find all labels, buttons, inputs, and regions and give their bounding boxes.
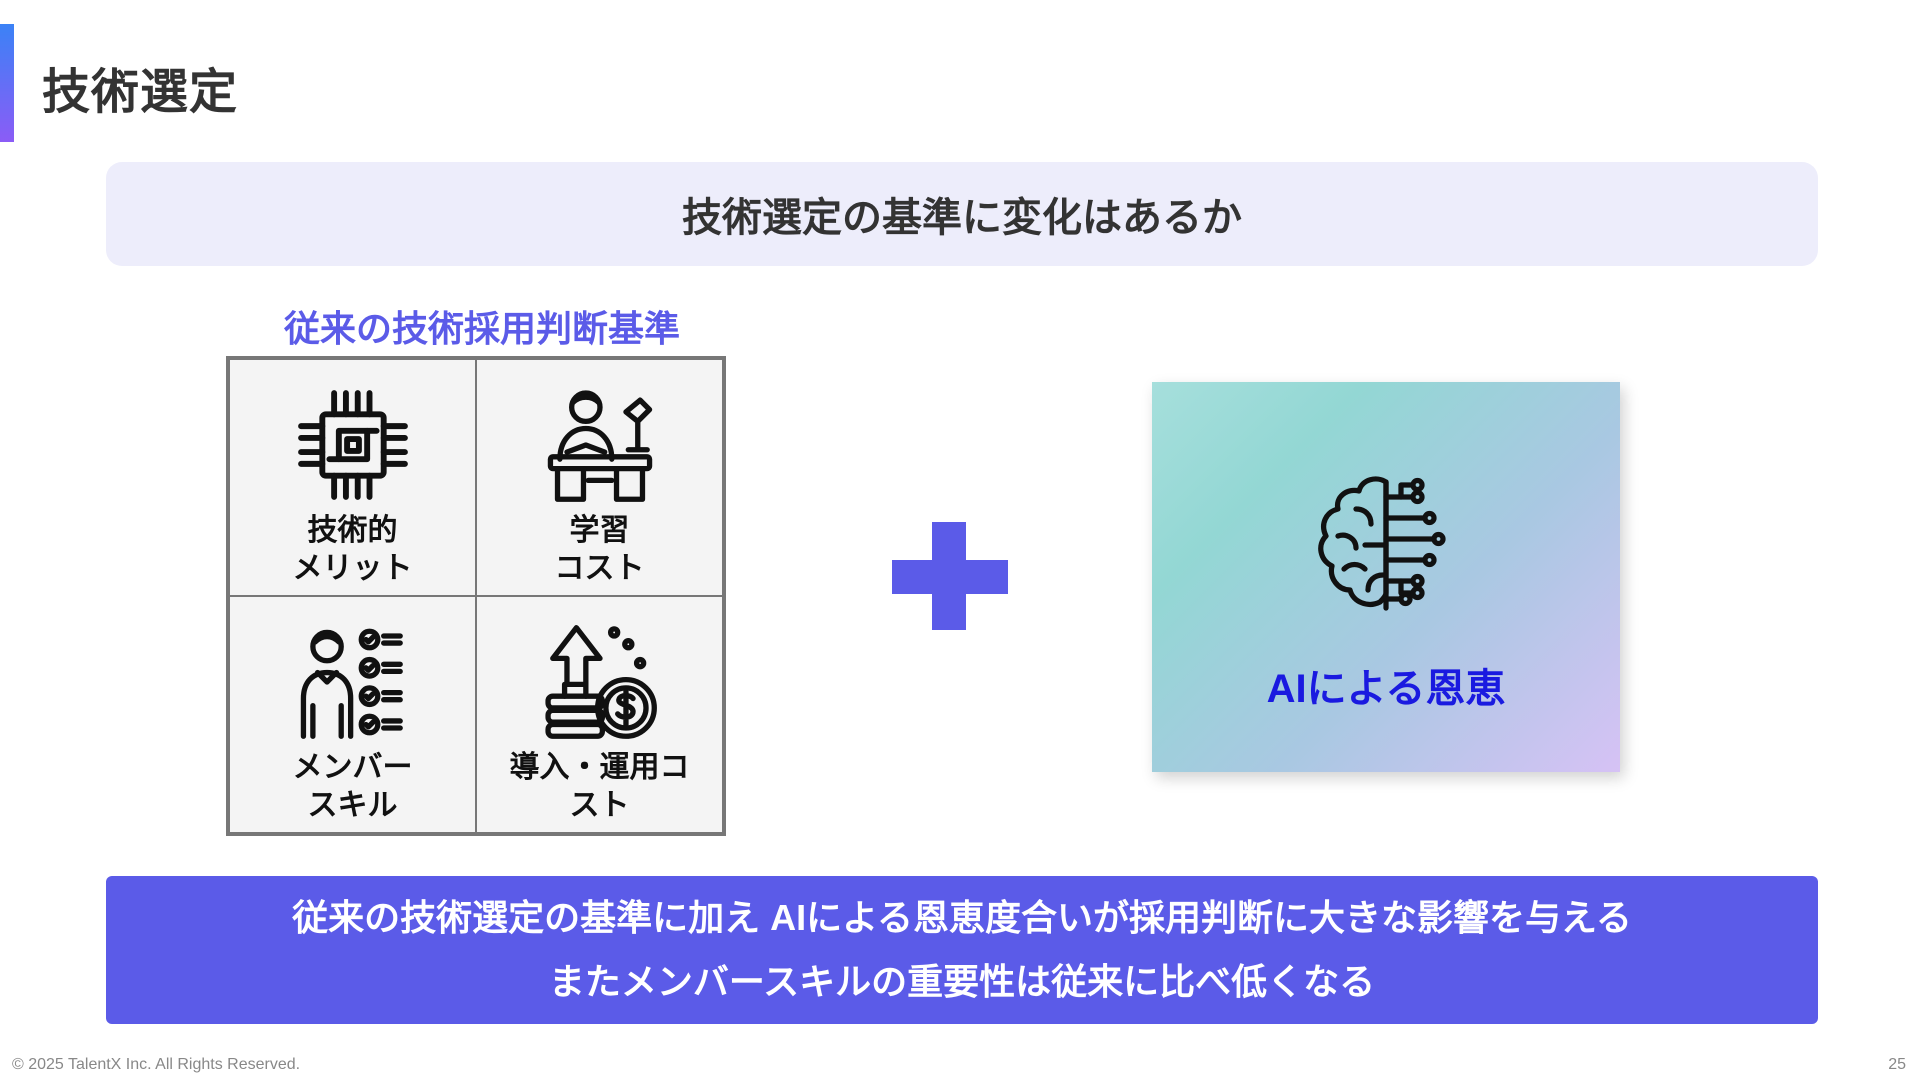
criteria-cell-technical-merit: 技術的 メリット xyxy=(229,359,476,596)
ai-benefit-card: AIによる恩恵 xyxy=(1152,382,1620,772)
criteria-label-technical-merit: 技術的 メリット xyxy=(292,514,413,585)
criteria-cell-learning-cost: 学習 コスト xyxy=(476,359,723,596)
ai-brain-icon xyxy=(1318,476,1446,611)
plus-icon xyxy=(892,522,1008,630)
criteria-grid: 技術的 メリット 学習 コスト メンバー スキル xyxy=(226,356,726,836)
ai-benefit-label: AIによる恩恵 xyxy=(1266,667,1506,711)
criteria-label-learning-cost: 学習 コスト xyxy=(554,514,645,585)
student-studying-icon xyxy=(547,390,652,502)
criteria-heading: 従来の技術採用判断基準 xyxy=(283,308,680,349)
question-banner: 技術選定の基準に変化はあるか xyxy=(106,162,1818,266)
copyright-footer: © 2025 TalentX Inc. All Rights Reserved. xyxy=(12,1056,301,1073)
cost-coins-icon xyxy=(544,625,657,739)
criteria-label-member-skill: メンバー スキル xyxy=(292,751,413,822)
page-title: 技術選定 xyxy=(42,66,239,119)
conclusion-line-2: またメンバースキルの重要性は従来に比べ低くなる xyxy=(548,961,1376,1002)
conclusion-banner: 従来の技術選定の基準に加え AIによる恩恵度合いが採用判断に大きな影響を与える … xyxy=(106,876,1818,1024)
question-text: 技術選定の基準に変化はあるか xyxy=(682,196,1242,240)
criteria-cell-adoption-cost: 導入・運用コ スト xyxy=(476,596,723,833)
member-checklist-icon xyxy=(300,628,403,739)
criteria-cell-member-skill: メンバー スキル xyxy=(229,596,476,833)
page-number: 25 xyxy=(1888,1056,1906,1073)
title-accent-bar xyxy=(0,24,14,142)
criteria-label-adoption-cost: 導入・運用コ スト xyxy=(509,751,690,822)
cpu-chip-icon xyxy=(297,390,408,500)
conclusion-line-1: 従来の技術選定の基準に加え AIによる恩恵度合いが採用判断に大きな影響を与える xyxy=(292,897,1632,938)
